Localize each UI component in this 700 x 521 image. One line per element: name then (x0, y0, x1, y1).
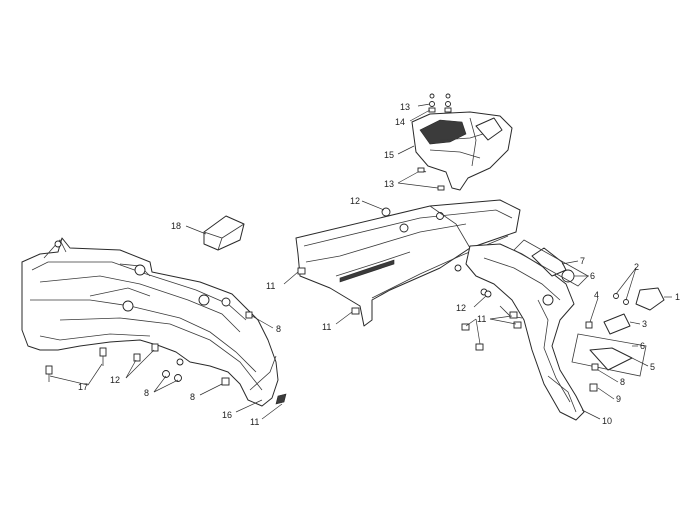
callout-1: 1 (675, 292, 680, 302)
callout-3: 3 (642, 319, 647, 329)
callout-4: 4 (594, 290, 599, 300)
rubber-block-part-18 (203, 215, 245, 251)
callout-6-upper: 6 (590, 271, 595, 281)
callout-8-left-upper: 8 (276, 324, 281, 334)
callout-11-left-upper: 11 (266, 281, 275, 291)
leader-lines (49, 103, 672, 420)
callout-18: 18 (171, 221, 181, 231)
callout-8-left-lower: 8 (144, 388, 149, 398)
callout-17: 17 (78, 382, 88, 392)
callout-10: 10 (602, 416, 612, 426)
callout-16: 16 (222, 410, 232, 420)
callout-6-lower: 6 (640, 341, 645, 351)
callout-12-left: 12 (110, 375, 120, 385)
callout-8-right: 8 (620, 377, 625, 387)
callout-12-top: 12 (350, 196, 360, 206)
callout-8-left-mid: 8 (190, 392, 195, 402)
callout-labels: 18 11 11 12 13 14 15 13 7 6 2 1 4 3 6 5 … (78, 102, 680, 427)
callout-7: 7 (580, 256, 585, 266)
callout-11-center-right: 11 (477, 314, 486, 324)
taillight-housing (411, 93, 513, 191)
callout-11-bottom: 11 (250, 417, 259, 427)
callout-15: 15 (384, 150, 394, 160)
callout-12-center: 12 (456, 303, 466, 313)
callout-9: 9 (616, 394, 621, 404)
left-fasteners (45, 311, 287, 405)
callout-13-lower: 13 (384, 179, 394, 189)
callout-5: 5 (650, 362, 655, 372)
callout-11-center: 11 (322, 322, 331, 332)
callout-13-top: 13 (400, 102, 410, 112)
callout-2: 2 (634, 262, 639, 272)
callout-14: 14 (395, 117, 405, 127)
rear-inner-fender (21, 237, 279, 407)
right-signal-parts (297, 207, 665, 392)
tail-tray (295, 199, 521, 327)
